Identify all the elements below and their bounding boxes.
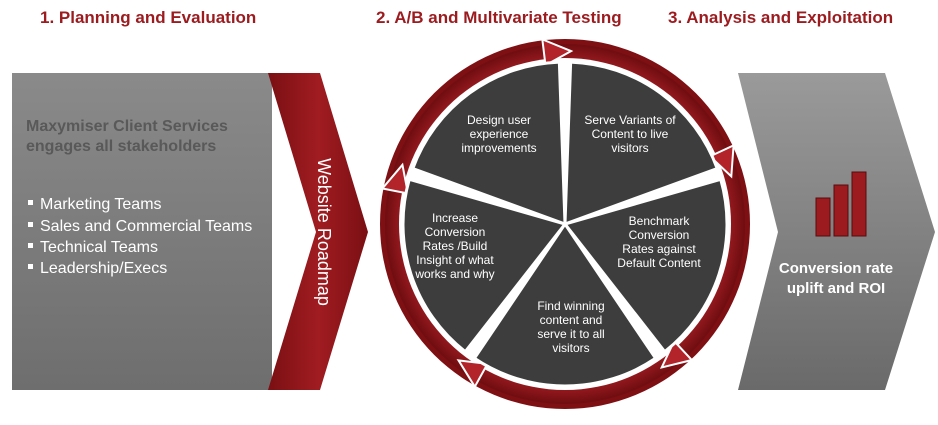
bullet-icon — [28, 264, 33, 269]
bullet-icon — [28, 200, 33, 205]
cycle-arrowhead-icon — [456, 359, 490, 389]
planning-intro-line2: engages all stakeholders — [26, 138, 216, 155]
cycle-arrowhead-icon — [659, 339, 694, 369]
bar-chart-icon — [815, 171, 867, 237]
cycle-segment — [401, 177, 568, 354]
planning-box — [12, 73, 272, 390]
stakeholder-item: Sales and Commercial Teams — [40, 218, 252, 235]
stakeholder-list: Marketing Teams Sales and Commercial Tea… — [28, 196, 252, 277]
bullet-icon — [28, 222, 33, 227]
cycle-arrowhead-icon — [541, 37, 574, 67]
heading-planning: 1. Planning and Evaluation — [40, 8, 257, 27]
cycle-arrowhead-icon — [708, 143, 735, 179]
cycle-segment — [410, 60, 567, 227]
stakeholder-item: Leadership/Execs — [40, 260, 167, 277]
cycle-segment — [472, 221, 658, 388]
roadmap-label: Website Roadmap — [314, 158, 334, 306]
bullet-icon — [28, 243, 33, 248]
planning-intro-line1: Maxymiser Client Services — [26, 118, 228, 135]
cycle-arrowhead-icon — [380, 162, 410, 195]
cycle-segment — [562, 177, 729, 354]
stakeholder-item: Marketing Teams — [40, 196, 162, 213]
roadmap-band — [268, 73, 368, 390]
heading-analysis: 3. Analysis and Exploitation — [668, 8, 894, 27]
result-line2: uplift and ROI — [787, 280, 885, 297]
result-line1: Conversion rate — [779, 260, 893, 277]
heading-testing: 2. A/B and Multivariate Testing — [376, 8, 622, 27]
cycle-segment — [563, 60, 720, 227]
stakeholder-item: Technical Teams — [40, 239, 158, 256]
